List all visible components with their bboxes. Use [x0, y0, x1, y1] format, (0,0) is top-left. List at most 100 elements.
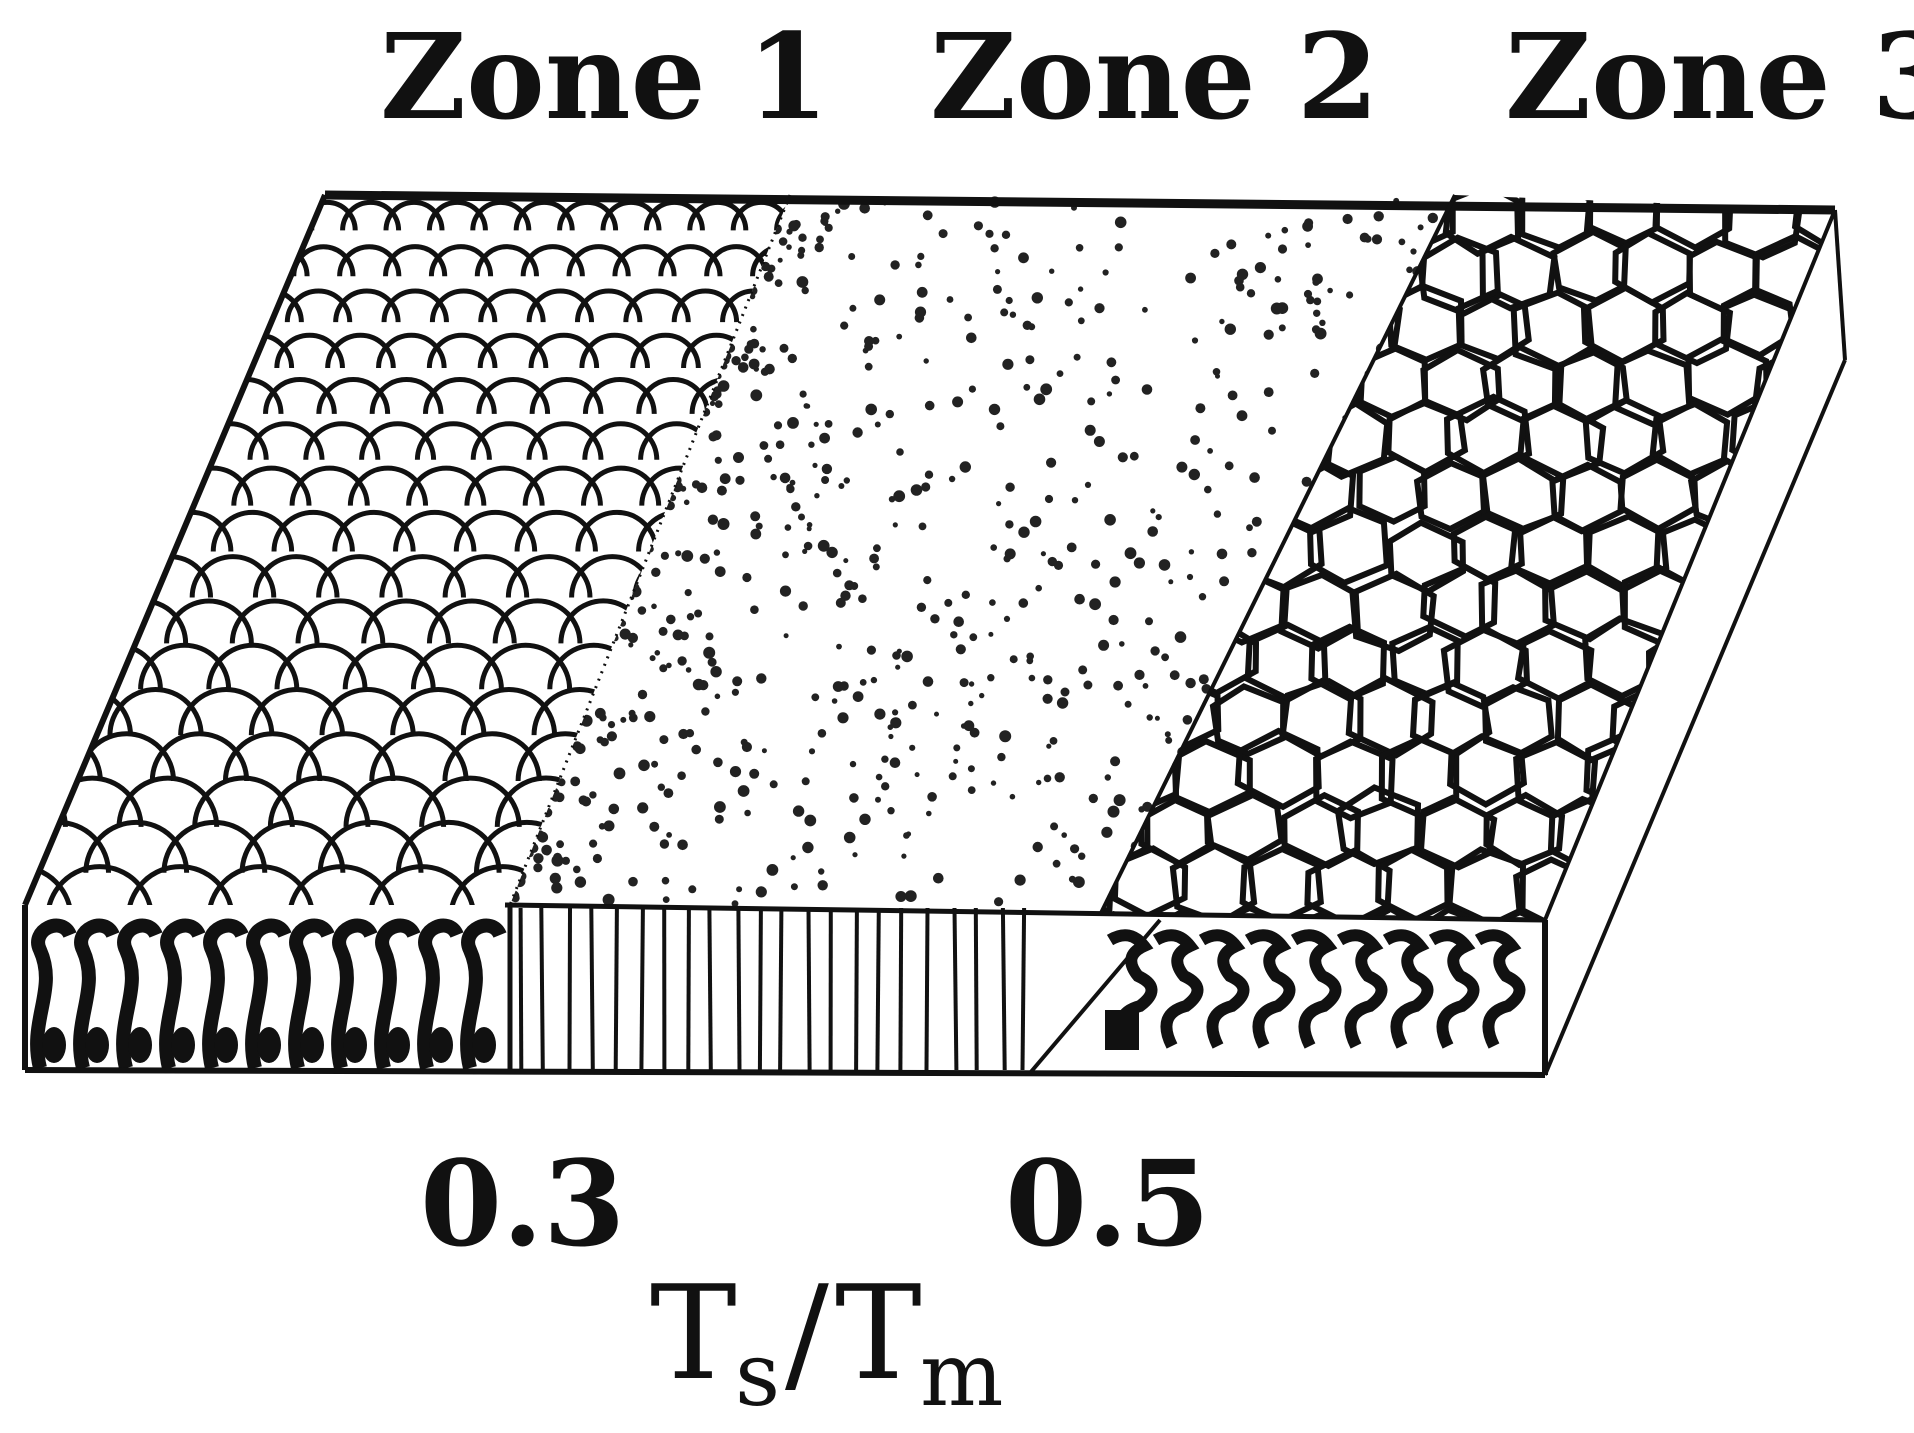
- zone-2-dot: [850, 761, 856, 767]
- zone-2-dot: [651, 568, 660, 577]
- zone-2-dot: [860, 679, 867, 686]
- zone-2-dot: [1065, 298, 1073, 306]
- zone-2-dot: [1006, 297, 1013, 304]
- zone-2-dot: [1050, 737, 1058, 745]
- zone-3-grain: [1179, 293, 1261, 370]
- zone-2-dot: [979, 693, 984, 698]
- zone-1-grain-arc: [1027, 778, 1125, 827]
- zone-2-dot: [628, 877, 638, 887]
- zone-1-grain-arc: [1078, 557, 1160, 598]
- zone-3-dark-patch: [1105, 1010, 1139, 1050]
- zone-3-blob: [1386, 935, 1428, 1046]
- zone-2-dot: [953, 759, 958, 764]
- zone-2-dot: [672, 481, 683, 492]
- zone-2-dot: [844, 832, 856, 844]
- zone-2-dot: [1074, 594, 1085, 605]
- zone-2-dot: [1170, 670, 1180, 680]
- zone-3-grain: [1210, 451, 1291, 527]
- zone-2-dot: [575, 876, 586, 887]
- zone-2-dot: [996, 501, 1001, 506]
- zone-2-dot: [1002, 359, 1013, 370]
- zone-2-dot: [1040, 383, 1052, 395]
- zone-3-grain: [1693, 792, 1766, 863]
- zone-2-dot: [1313, 310, 1320, 317]
- zone-2-dot: [1043, 675, 1052, 684]
- zone-1-grain-arc: [936, 247, 995, 277]
- zone-1-grain-arc: [875, 778, 973, 827]
- zone-2-dot: [1346, 291, 1353, 298]
- zone-2-dot: [1094, 303, 1104, 313]
- zone-2-dot: [589, 840, 597, 848]
- zone-2-dot: [988, 632, 993, 637]
- zone-3-grain: [1450, 737, 1524, 805]
- zone-3-grain: [1144, 572, 1214, 639]
- zone-1-grain-arc: [951, 557, 1033, 598]
- zone-2-dot: [1044, 775, 1052, 783]
- zone-2-dot: [832, 698, 838, 704]
- zone-2-dot: [818, 868, 824, 874]
- zone-1-grain-arc: [811, 734, 905, 781]
- zone-3-grain: [1824, 677, 1903, 750]
- zone-2-dot: [1119, 641, 1125, 647]
- zone-1-grain-arc: [52, 380, 121, 414]
- zone-2-dot: [1195, 403, 1205, 413]
- zone-3-grain: [1760, 799, 1824, 864]
- zone-2-dot: [750, 605, 759, 614]
- zone-2-dot: [853, 691, 864, 702]
- zone-2-dot: [710, 666, 721, 677]
- zone-3-label: Zone 3: [1505, 7, 1914, 146]
- zone-2-dot: [684, 500, 690, 506]
- zone-2-dot: [819, 433, 830, 444]
- zone-1-grain-arc: [1185, 512, 1263, 551]
- zone-2-column: [521, 908, 522, 1070]
- zone-3-grain: [1545, 566, 1624, 639]
- zone-2-dot: [658, 784, 665, 791]
- zone-2-dot: [686, 667, 692, 673]
- zone-2-dot: [923, 676, 934, 687]
- zone-1-grain-arc: [0, 645, 24, 689]
- zone-2-dot: [651, 761, 658, 768]
- zone-2-dot: [871, 677, 877, 683]
- zone-3-grain: [1791, 510, 1874, 587]
- zone-2-column: [856, 908, 857, 1070]
- zone-2-dot: [944, 599, 952, 607]
- zone-2-dot: [1036, 780, 1041, 785]
- zone-2-dot: [609, 804, 620, 815]
- zone-2-dot: [867, 646, 876, 655]
- zone-2-dot: [1261, 702, 1268, 709]
- zone-2-dot: [1046, 744, 1051, 749]
- zone-1-blot: [386, 1027, 410, 1063]
- zone-2-dot: [908, 701, 917, 710]
- zone-2-dot: [760, 441, 769, 450]
- zone-2-dot: [1217, 549, 1228, 560]
- zone-2-dot: [551, 791, 561, 801]
- zone-2-dot: [1034, 394, 1046, 406]
- zone-1-grain-arc: [156, 247, 215, 277]
- zone-3-grain: [1046, 407, 1120, 476]
- zone-3-grain: [1791, 626, 1858, 694]
- zone-2-dot: [1224, 665, 1235, 676]
- zone-2-dot: [1103, 269, 1109, 275]
- zone-1-grain-arc: [1166, 468, 1241, 506]
- zone-2-dot: [933, 873, 944, 884]
- zone-2-dot: [614, 768, 626, 780]
- zone-3-grain: [1719, 631, 1793, 701]
- zone-2-dot: [1244, 719, 1256, 731]
- zone-2-dot: [802, 842, 813, 853]
- zone-2-dot: [1372, 234, 1382, 244]
- zone-2-dot: [1010, 794, 1016, 800]
- zone-1-grain-arc: [82, 202, 138, 230]
- zone-3-blob: [1478, 935, 1520, 1046]
- zone-2-dot: [1010, 655, 1018, 663]
- zone-2-dot: [1423, 332, 1431, 340]
- zone-2-dot: [764, 272, 774, 282]
- zone-2-dot: [1085, 482, 1091, 488]
- zone-2-dot: [543, 808, 553, 818]
- zone-1-grain-arc: [0, 380, 14, 414]
- zone-2-dot: [798, 514, 805, 521]
- zone-2-dot: [919, 523, 927, 531]
- zone-2-dot: [804, 542, 813, 551]
- zone-2-dot: [858, 594, 867, 603]
- zone-2-dot: [960, 678, 969, 687]
- zone-2-dot: [1456, 250, 1464, 258]
